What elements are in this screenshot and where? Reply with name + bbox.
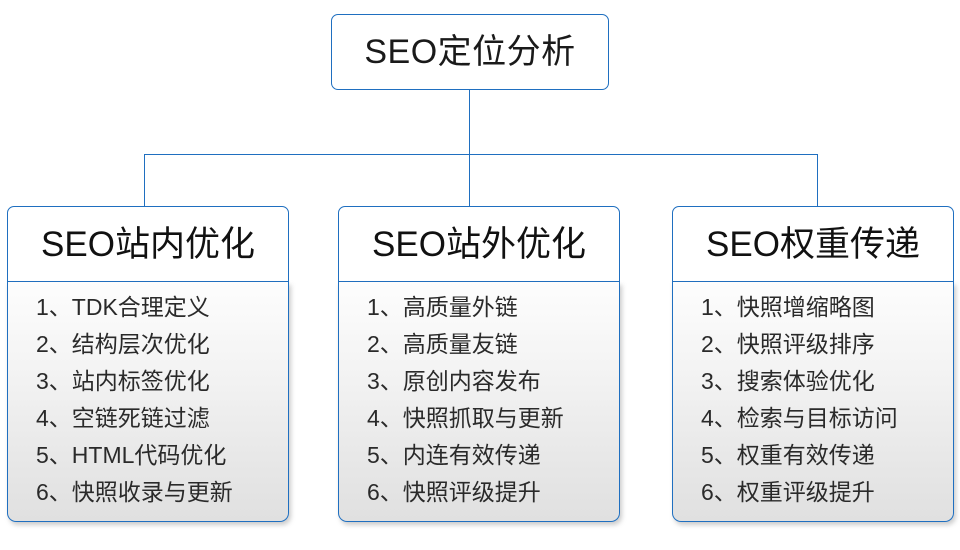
list-item: 4、检索与目标访问 bbox=[701, 405, 898, 431]
branch-header-2[interactable]: SEO站外优化 bbox=[338, 206, 620, 282]
root-node-label: SEO定位分析 bbox=[364, 33, 576, 71]
list-item: 5、HTML代码优化 bbox=[36, 442, 227, 468]
list-item: 3、搜索体验优化 bbox=[701, 368, 875, 394]
connector-branch-1 bbox=[144, 154, 146, 207]
list-item: 2、快照评级排序 bbox=[701, 331, 875, 357]
list-item: 3、站内标签优化 bbox=[36, 368, 210, 394]
branch-header-3[interactable]: SEO权重传递 bbox=[672, 206, 954, 282]
list-item: 1、高质量外链 bbox=[367, 294, 518, 320]
connector-horizontal-bus bbox=[144, 154, 818, 156]
list-item: 1、快照增缩略图 bbox=[701, 294, 875, 320]
branch-column-2: SEO站外优化 1、高质量外链 2、高质量友链 3、原创内容发布 4、快照抓取与… bbox=[338, 206, 620, 522]
list-item: 3、原创内容发布 bbox=[367, 368, 541, 394]
list-item: 1、TDK合理定义 bbox=[36, 294, 210, 320]
branch-header-1-label: SEO站内优化 bbox=[41, 224, 255, 264]
list-item: 5、内连有效传递 bbox=[367, 442, 541, 468]
branch-list-3: 1、快照增缩略图 2、快照评级排序 3、搜索体验优化 4、检索与目标访问 5、权… bbox=[672, 282, 954, 522]
list-item: 2、结构层次优化 bbox=[36, 331, 210, 357]
list-item: 2、高质量友链 bbox=[367, 331, 518, 357]
list-item: 6、快照评级提升 bbox=[367, 479, 541, 505]
list-item: 6、权重评级提升 bbox=[701, 479, 875, 505]
list-item: 6、快照收录与更新 bbox=[36, 479, 233, 505]
connector-root-stem bbox=[469, 90, 471, 155]
branch-header-2-label: SEO站外优化 bbox=[372, 224, 586, 264]
connector-branch-2 bbox=[469, 154, 471, 207]
connector-branch-3 bbox=[817, 154, 819, 207]
branch-column-3: SEO权重传递 1、快照增缩略图 2、快照评级排序 3、搜索体验优化 4、检索与… bbox=[672, 206, 954, 522]
root-node[interactable]: SEO定位分析 bbox=[331, 14, 609, 90]
branch-header-1[interactable]: SEO站内优化 bbox=[7, 206, 289, 282]
branch-header-3-label: SEO权重传递 bbox=[706, 224, 920, 264]
list-item: 5、权重有效传递 bbox=[701, 442, 875, 468]
branch-column-1: SEO站内优化 1、TDK合理定义 2、结构层次优化 3、站内标签优化 4、空链… bbox=[7, 206, 289, 522]
list-item: 4、快照抓取与更新 bbox=[367, 405, 564, 431]
branch-list-2: 1、高质量外链 2、高质量友链 3、原创内容发布 4、快照抓取与更新 5、内连有… bbox=[338, 282, 620, 522]
branch-list-1: 1、TDK合理定义 2、结构层次优化 3、站内标签优化 4、空链死链过滤 5、H… bbox=[7, 282, 289, 522]
list-item: 4、空链死链过滤 bbox=[36, 405, 210, 431]
